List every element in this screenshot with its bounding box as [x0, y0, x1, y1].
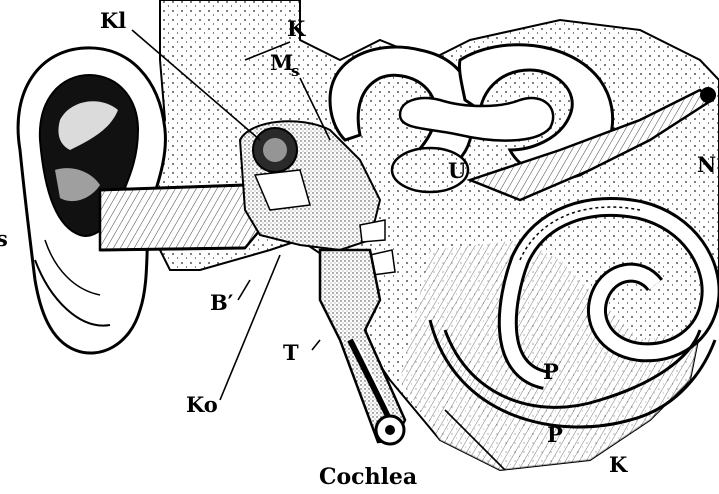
- svg-text:N: N: [697, 152, 716, 177]
- svg-text:K: K: [287, 16, 306, 41]
- label-p-outer: P: [547, 422, 563, 447]
- label-kl: Kl: [100, 8, 126, 33]
- svg-text:Cochlea: Cochlea: [319, 464, 417, 489]
- svg-text:P: P: [547, 422, 563, 447]
- svg-text:P: P: [543, 359, 559, 384]
- svg-text:Kl: Kl: [100, 8, 126, 33]
- label-s-left: s: [0, 226, 8, 251]
- svg-text:K: K: [609, 452, 628, 477]
- svg-text:B′: B′: [210, 290, 234, 315]
- ear-canal: [100, 185, 260, 250]
- svg-text:s: s: [0, 226, 8, 251]
- svg-text:M: M: [270, 50, 293, 75]
- svg-text:T: T: [283, 340, 299, 365]
- svg-text:s: s: [291, 62, 299, 80]
- label-k-bottom: K: [609, 452, 628, 477]
- label-n: N: [697, 152, 716, 177]
- label-p-inner: P: [543, 359, 559, 384]
- caption-cochlea: Cochlea: [319, 464, 417, 489]
- svg-text:Ko: Ko: [186, 392, 218, 417]
- label-b-prime: B′: [210, 290, 234, 315]
- label-ko: Ko: [186, 392, 218, 417]
- label-u: U: [448, 158, 466, 183]
- svg-text:U: U: [448, 158, 466, 183]
- label-t: T: [283, 340, 299, 365]
- label-k-top: K: [287, 16, 306, 41]
